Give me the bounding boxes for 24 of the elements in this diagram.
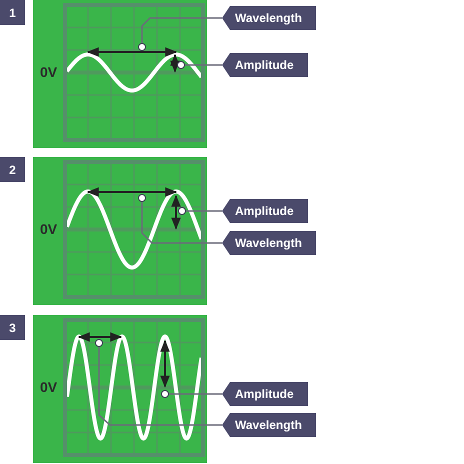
number-badge: 1 bbox=[0, 0, 25, 25]
number-badge: 3 bbox=[0, 315, 25, 340]
marker-dot bbox=[95, 339, 103, 347]
marker-dot bbox=[138, 43, 146, 51]
callout-label: Wavelength bbox=[222, 413, 316, 437]
leader-line bbox=[185, 64, 222, 66]
voltage-label: 0V bbox=[40, 220, 58, 236]
marker-dot bbox=[178, 207, 186, 215]
leader-line bbox=[169, 393, 222, 395]
callout-label: Wavelength bbox=[222, 6, 316, 30]
marker-dot bbox=[161, 390, 169, 398]
leader-line bbox=[186, 210, 222, 212]
callout-label: Amplitude bbox=[222, 199, 308, 223]
voltage-label: 0V bbox=[40, 378, 58, 394]
number-badge: 2 bbox=[0, 157, 25, 182]
callout-label: Wavelength bbox=[222, 231, 316, 255]
marker-dot bbox=[138, 194, 146, 202]
marker-dot bbox=[177, 61, 185, 69]
leader-line bbox=[98, 347, 222, 426]
callout-label: Amplitude bbox=[222, 382, 308, 406]
leader-line bbox=[141, 17, 222, 43]
callout-label: Amplitude bbox=[222, 53, 308, 77]
voltage-label: 0V bbox=[40, 64, 58, 80]
leader-line bbox=[141, 202, 222, 244]
